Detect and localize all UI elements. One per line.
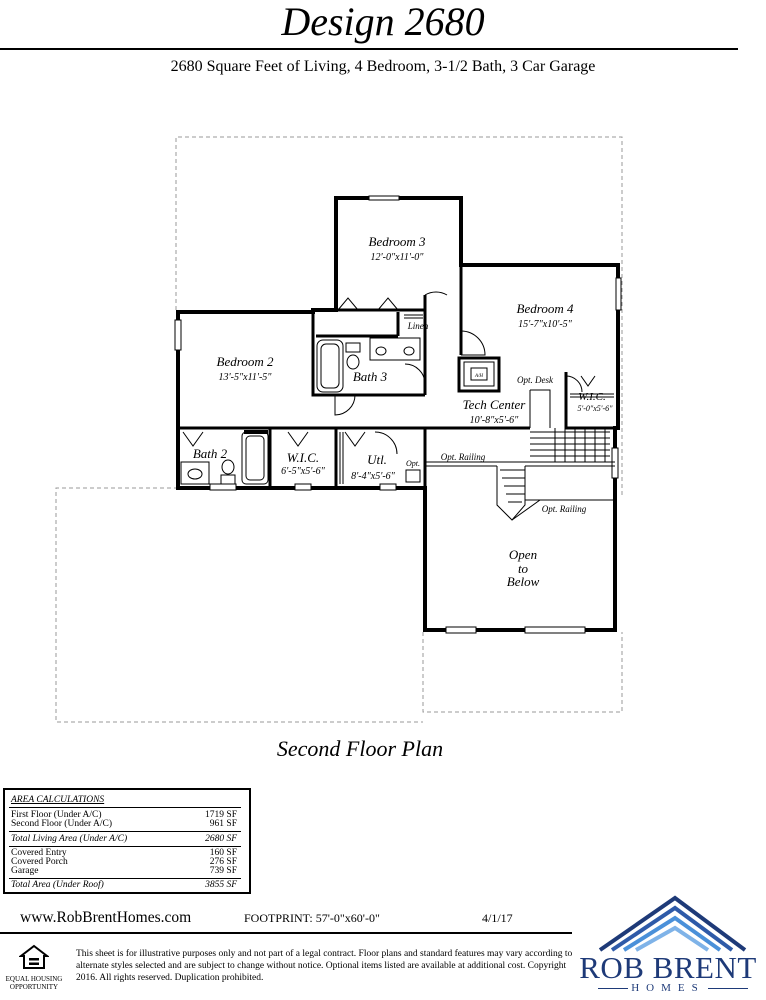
date-text: 4/1/17 bbox=[482, 911, 513, 925]
area-row: Covered Entry 160 SF bbox=[11, 848, 237, 859]
area-value: 2680 SF bbox=[205, 834, 237, 844]
area-label: Covered Entry bbox=[11, 848, 67, 858]
divider bbox=[9, 807, 241, 808]
area-value: 276 SF bbox=[209, 857, 237, 867]
area-value: 3855 SF bbox=[205, 880, 237, 890]
area-value: 160 SF bbox=[209, 848, 237, 858]
footer-rule bbox=[0, 932, 572, 934]
room-name: Bedroom 3 bbox=[369, 234, 426, 249]
room-dims: 12'-0"x11'-0" bbox=[370, 252, 424, 263]
footprint-text: FOOTPRINT: 57'-0"x60'-0" bbox=[244, 911, 380, 925]
room-dims: 8'-4"x5'-6" bbox=[351, 471, 396, 482]
area-row: Total Living Area (Under A/C) 2680 SF bbox=[11, 834, 237, 845]
title-rule bbox=[0, 48, 738, 50]
eho-line: OPPORTUNITY bbox=[9, 983, 59, 991]
open-to-below-label: Below bbox=[507, 574, 540, 589]
area-value: 739 SF bbox=[209, 866, 237, 876]
room-dims: 15'-7"x10'-5" bbox=[518, 319, 573, 330]
logo-name: ROB BRENT bbox=[579, 950, 757, 985]
area-heading: AREA CALCULATIONS bbox=[11, 795, 105, 805]
area-label: Total Living Area (Under A/C) bbox=[11, 834, 128, 844]
fixtures bbox=[180, 314, 614, 485]
house-icon bbox=[18, 944, 50, 969]
first-floor-outline bbox=[55, 136, 623, 723]
open-to-below-label: Open bbox=[509, 547, 537, 562]
plan-caption: Second Floor Plan bbox=[276, 736, 444, 761]
equal-housing-logo: EQUAL HOUSING OPPORTUNITY bbox=[2, 944, 66, 991]
room-name: Bedroom 4 bbox=[517, 301, 574, 316]
rob-brent-logo-icon bbox=[598, 895, 747, 952]
area-row: First Floor (Under A/C) 1719 SF bbox=[11, 810, 237, 821]
area-value: 1719 SF bbox=[205, 810, 237, 820]
area-calculations-table: AREA CALCULATIONS First Floor (Under A/C… bbox=[3, 788, 251, 894]
area-label: Total Area (Under Roof) bbox=[11, 880, 104, 890]
air-handler-closet bbox=[457, 356, 501, 393]
area-row: Garage 739 SF bbox=[11, 866, 237, 877]
area-row: Covered Porch 276 SF bbox=[11, 857, 237, 868]
room-name: A/H bbox=[474, 374, 483, 379]
divider bbox=[9, 831, 241, 832]
room-name: Bedroom 2 bbox=[217, 354, 274, 369]
room-dims: 13'-5"x11'-5" bbox=[218, 372, 272, 383]
room-name: Tech Center bbox=[463, 397, 527, 412]
divider bbox=[9, 878, 241, 879]
room-name: Utl. bbox=[367, 452, 387, 467]
annotation-opt-railing: Opt. Railing bbox=[542, 504, 587, 514]
room-name: Linen bbox=[407, 321, 429, 331]
area-row: Second Floor (Under A/C) 961 SF bbox=[11, 819, 237, 830]
plan-title: Design 2680 bbox=[281, 0, 485, 44]
area-label: Covered Porch bbox=[11, 857, 68, 867]
room-name: W.I.C. bbox=[578, 391, 605, 403]
interior-walls bbox=[178, 265, 618, 488]
doors bbox=[182, 291, 596, 455]
area-label: Garage bbox=[11, 866, 39, 876]
area-row: Total Area (Under Roof) 3855 SF bbox=[11, 880, 237, 891]
logo-sub: HOMES bbox=[628, 982, 708, 994]
room-dims: 10'-8"x5'-6" bbox=[470, 415, 520, 426]
eho-line: EQUAL HOUSING bbox=[5, 975, 63, 983]
room-name: W.I.C. bbox=[287, 450, 319, 465]
plan-subtitle: 2680 Square Feet of Living, 4 Bedroom, 3… bbox=[170, 58, 596, 75]
area-label: Second Floor (Under A/C) bbox=[11, 819, 113, 829]
room-dims: 6'-5"x5'-6" bbox=[281, 466, 326, 477]
website-link[interactable]: www.RobBrentHomes.com bbox=[20, 909, 192, 926]
annotation-opt-railing: Opt. Railing bbox=[441, 452, 486, 462]
divider bbox=[9, 846, 241, 847]
tub-end bbox=[244, 430, 268, 434]
room-name: Bath 3 bbox=[353, 369, 388, 384]
disclaimer: This sheet is for illustrative purposes … bbox=[76, 949, 573, 983]
area-value: 961 SF bbox=[209, 819, 237, 829]
annotation-opt-desk: Opt. Desk bbox=[517, 375, 554, 385]
windows bbox=[174, 195, 622, 634]
open-to-below-label: to bbox=[518, 561, 529, 576]
room-dims: 5'-0"x5'-6" bbox=[577, 404, 613, 413]
stairs bbox=[425, 389, 615, 521]
room-name: Bath 2 bbox=[193, 446, 228, 461]
area-label: First Floor (Under A/C) bbox=[11, 810, 102, 820]
room-name: Opt. bbox=[406, 459, 420, 468]
